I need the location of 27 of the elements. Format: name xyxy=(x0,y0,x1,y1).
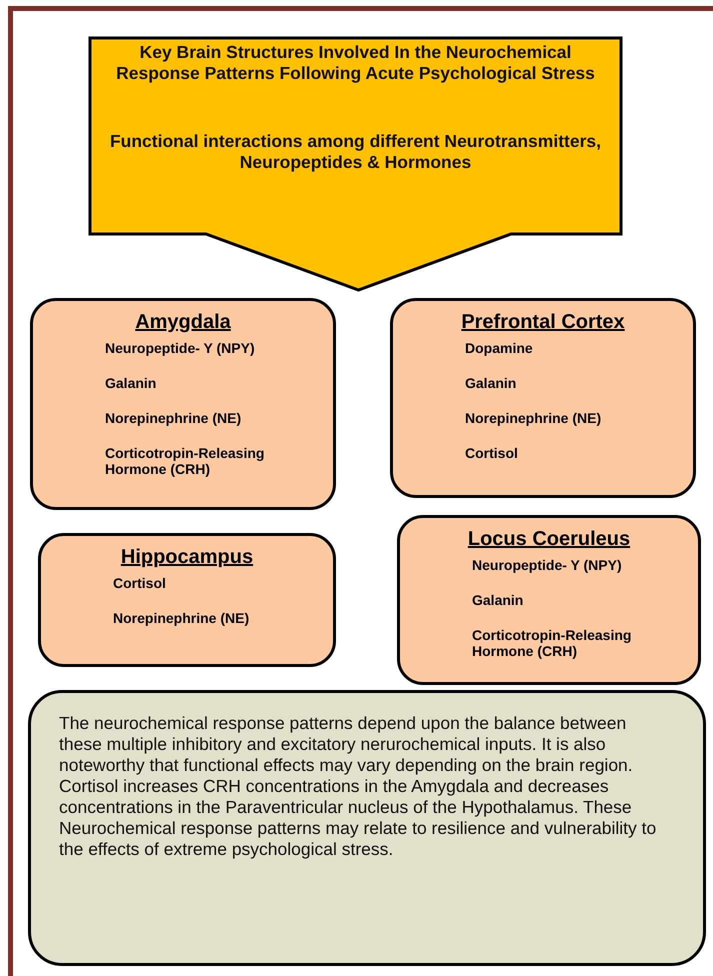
item-text: Galanin xyxy=(472,592,524,608)
region-heading: Locus Coeruleus xyxy=(468,528,630,551)
region-box xyxy=(397,515,701,685)
item-text: Dopamine xyxy=(465,340,533,356)
note-box xyxy=(28,690,706,966)
region-heading: Amygdala xyxy=(135,311,231,334)
item-text: Corticotropin-Releasing Hormone (CRH) xyxy=(105,445,266,477)
region-heading: Prefrontal Cortex xyxy=(461,311,625,334)
item-text: Norepinephrine (NE) xyxy=(105,410,242,426)
item-text: Neuropeptide- Y (NPY) xyxy=(472,557,622,573)
paragraph: The neurochemical response patterns depend upon the balance between these multiple inhibitory and excitatory nerurochemical inputs. It is also noteworthy that functional effects may vary depending on the brain region. xyxy=(59,713,634,776)
paragraph: Cortisol increases CRH concentrations in the Amygdala and decreases concentrations in the Paraventricular nucleus of the Hypothalamus. These Neurochemical response patterns may relate to resilience and vulnerability to the effects of extreme psychological stress. xyxy=(59,776,658,860)
region-heading: Hippocampus xyxy=(120,546,254,569)
subtitle-text: Functional interactions among different Neurotransmitters, Neuropeptides & Hormones xyxy=(108,131,602,173)
item-text: Cortisol xyxy=(113,575,166,591)
region-box xyxy=(390,298,696,498)
item-text: Norepinephrine (NE) xyxy=(113,610,250,626)
item-text: Cortisol xyxy=(465,445,518,461)
item-text: Galanin xyxy=(105,375,156,391)
item-text: Norepinephrine (NE) xyxy=(465,410,602,426)
region-box xyxy=(30,298,336,510)
item-text: Corticotropin-Releasing Hormone (CRH) xyxy=(472,627,632,659)
region-box xyxy=(38,533,336,667)
title-arrow xyxy=(88,36,623,292)
item-text: Galanin xyxy=(465,375,516,391)
title-text: Key Brain Structures Involved In the Neurochemical Response Patterns Following Acute Psychological Stress xyxy=(115,42,596,84)
item-text: Neuropeptide- Y (NPY) xyxy=(105,340,255,356)
